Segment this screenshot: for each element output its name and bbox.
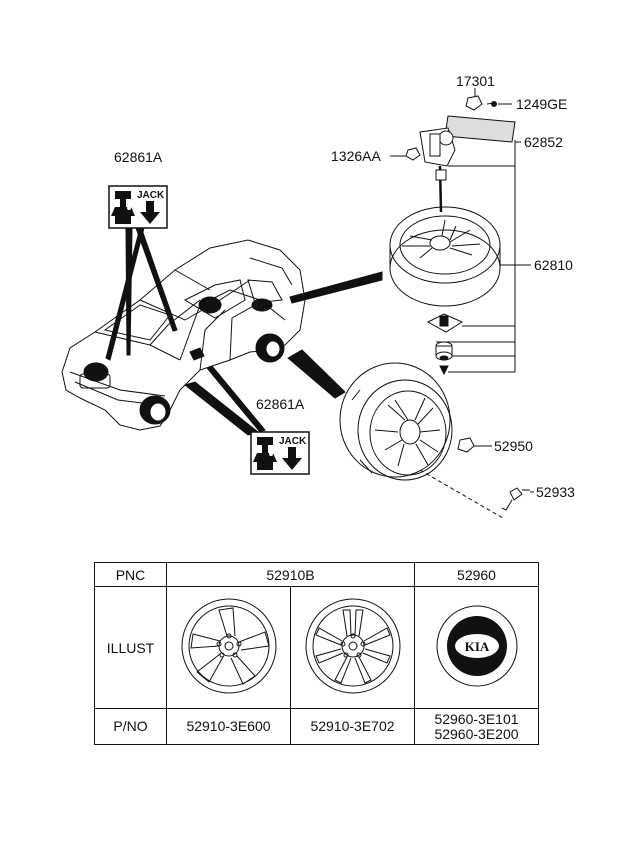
pnc-cap: 52960 <box>414 562 539 587</box>
pno-cap-2: 52960-3E200 <box>434 725 519 742</box>
jack-sign-leaders <box>105 226 383 436</box>
pno-cap-1: 52960-3E101 <box>434 710 519 727</box>
jack-sign-bottom-label: JACK <box>279 436 307 447</box>
jack-sign-bottom: JACK <box>250 431 310 475</box>
pnc-header: PNC <box>94 562 167 587</box>
pno-header: P/NO <box>94 708 167 745</box>
table-row-illust: ILLUST <box>94 586 539 709</box>
jack-sign-top-label: JACK <box>137 190 165 201</box>
spare-wheel-assembly <box>339 95 530 519</box>
callout-62810: 62810 <box>534 257 573 273</box>
illust-header: ILLUST <box>94 586 167 709</box>
table-row-pnc: PNC 52910B 52960 <box>94 562 539 587</box>
wheel-10-spoke-icon <box>305 598 400 694</box>
pno-wheel-2: 52910-3E702 <box>290 708 415 745</box>
pno-cap: 52960-3E101 52960-3E200 <box>414 708 539 745</box>
parts-table: PNC 52910B 52960 ILLUST <box>94 562 539 745</box>
vehicle-illustration <box>61 239 306 431</box>
callout-62861a-top: 62861A <box>114 149 163 165</box>
table-row-pno: P/NO 52910-3E600 52910-3E702 52960-3E101… <box>94 708 539 745</box>
pnc-wheel: 52910B <box>166 562 415 587</box>
callout-52950: 52950 <box>494 438 533 454</box>
jack-sign-top: JACK <box>108 185 168 229</box>
pno-wheel-1: 52910-3E600 <box>166 708 291 745</box>
wheel-5-spoke-icon <box>181 598 276 694</box>
illust-wheel-1 <box>166 586 291 709</box>
callout-52933: 52933 <box>536 484 575 500</box>
callout-leaders <box>390 88 534 493</box>
callout-62861a-bottom: 62861A <box>256 396 305 412</box>
illust-cap: KIA <box>414 586 539 709</box>
callout-1249ge: 1249GE <box>516 96 567 112</box>
kia-logo-text: KIA <box>464 639 489 654</box>
callout-62852: 62852 <box>524 134 563 150</box>
callout-1326aa: 1326AA <box>331 148 381 164</box>
callout-17301: 17301 <box>456 73 495 89</box>
wheel-center-cap-icon: KIA <box>436 605 517 687</box>
illust-wheel-2 <box>290 586 415 709</box>
